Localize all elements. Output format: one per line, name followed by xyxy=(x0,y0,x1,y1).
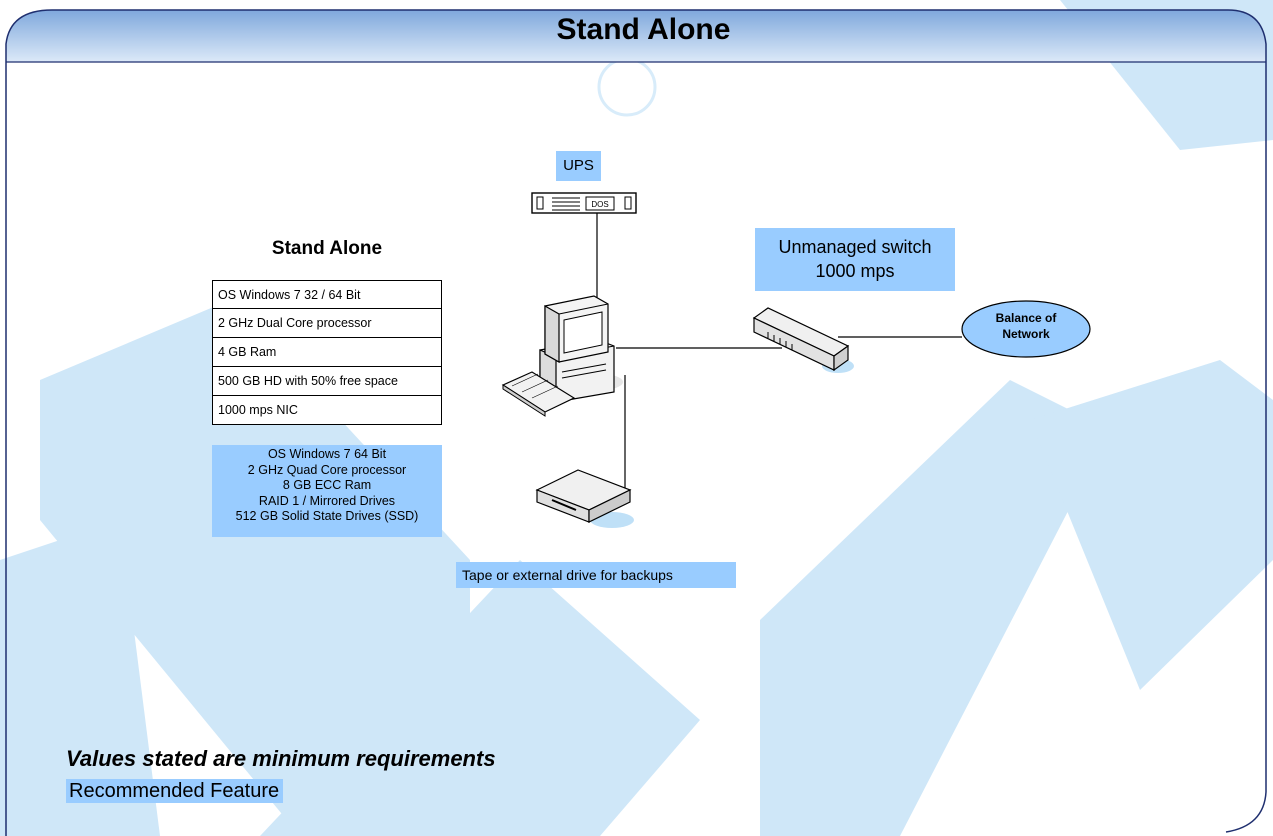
ups-icon: DOS xyxy=(531,192,637,214)
recommended-line-ssd: 512 GB Solid State Drives (SSD) xyxy=(235,509,419,523)
switch-label-line1: Unmanaged switch xyxy=(778,237,932,257)
spec-row-os: OS Windows 7 32 / 64 Bit xyxy=(212,280,442,309)
ups-panel-text: DOS xyxy=(591,200,608,209)
network-label-line1: Balance of xyxy=(995,311,1057,325)
network-cloud xyxy=(961,300,1091,358)
switch-icon xyxy=(752,307,854,373)
page-title: Stand Alone xyxy=(556,13,731,46)
ups-label: UPS xyxy=(556,151,601,181)
minimum-requirements-note: Values stated are minimum requirements xyxy=(66,746,496,771)
switch-label: Unmanaged switch 1000 mps xyxy=(755,228,955,291)
spec-row-ram: 4 GB Ram xyxy=(212,338,442,367)
workstation-icon xyxy=(501,295,623,417)
spec-row-nic: 1000 mps NIC xyxy=(212,396,442,425)
switch-label-line2: 1000 mps xyxy=(815,261,895,281)
recommended-spec-box: OS Windows 7 64 Bit 2 GHz Quad Core proc… xyxy=(212,445,442,537)
backup-label: Tape or external drive for backups xyxy=(456,562,736,588)
recommended-line-cpu: 2 GHz Quad Core processor xyxy=(247,462,407,477)
spec-row-disk: 500 GB HD with 50% free space xyxy=(212,367,442,396)
network-label-line2: Network xyxy=(1002,327,1050,341)
recommended-line-raid: RAID 1 / Mirrored Drives xyxy=(258,493,396,508)
spec-row-cpu: 2 GHz Dual Core processor xyxy=(212,309,442,338)
backup-drive-icon xyxy=(535,469,634,528)
recommended-line-ram: 8 GB ECC Ram xyxy=(282,478,372,492)
network-label: Balance of Network xyxy=(962,310,1090,342)
recommended-line-os: OS Windows 7 64 Bit xyxy=(267,447,387,461)
minimum-spec-table: OS Windows 7 32 / 64 Bit 2 GHz Dual Core… xyxy=(212,280,442,425)
recommended-feature-legend: Recommended Feature xyxy=(66,779,284,803)
spec-card-title: Stand Alone xyxy=(271,238,383,259)
